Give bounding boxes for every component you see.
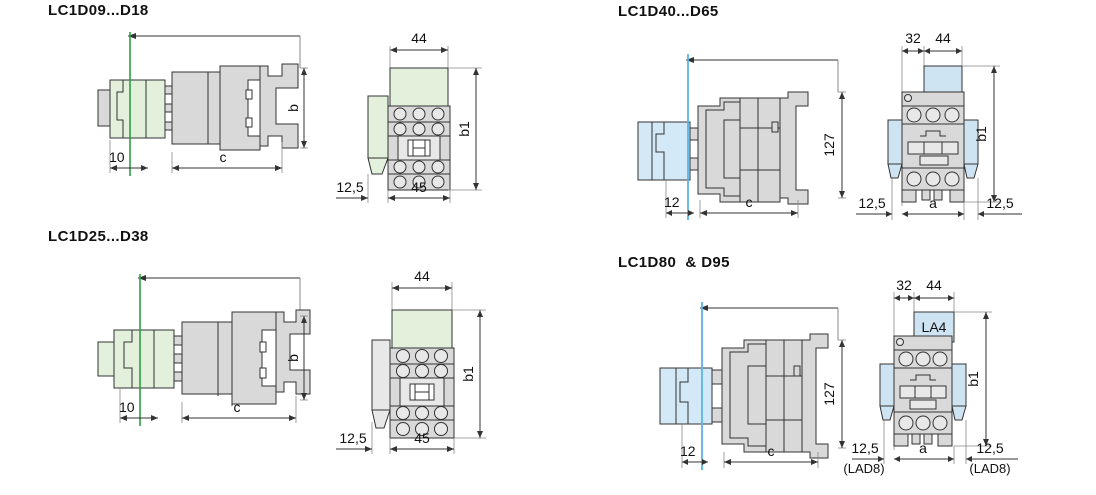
note-right-lad8: (LAD8) <box>969 461 1010 476</box>
dim-coil-width-lc1d09: 44 <box>411 30 427 46</box>
side-view-lc1d25-d38: 10 c b <box>60 268 311 443</box>
dim-offset-lc1d80: 12 <box>680 443 696 459</box>
dim-coil-width-lc1d80: 44 <box>926 277 942 293</box>
side-view-lc1d40-d65: 12 c 127 <box>620 40 850 230</box>
dim-height-lc1d25: b <box>285 354 301 362</box>
panel-title-lc1d80-d95: LC1D80 & D95 <box>618 254 730 271</box>
dim-depth-lc1d80: c <box>768 443 775 459</box>
dim-side-clearance-lc1d09: 12,5 <box>336 179 363 195</box>
dim-right-clearance-lc1d40: 12,5 <box>986 195 1013 211</box>
dim-offset-lc1d25: 10 <box>119 399 135 415</box>
front-view-lc1d40-d65: 32 44 <box>850 24 1090 224</box>
dim-side-clearance-lc1d25: 12,5 <box>339 430 366 446</box>
dim-offset-lc1d09: 10 <box>109 149 125 165</box>
dim-coil-offset-lc1d80: 32 <box>896 277 912 293</box>
dim-coil-width-lc1d40: 44 <box>935 30 951 46</box>
dim-coil-offset-lc1d40: 32 <box>905 30 921 46</box>
dim-coil-width-lc1d25: 44 <box>414 268 430 284</box>
note-left-lad8: (LAD8) <box>843 461 884 476</box>
dim-left-clearance-lc1d40: 12,5 <box>858 195 885 211</box>
dim-left-clearance-lc1d80: 12,5 <box>851 440 878 456</box>
dim-height-lc1d40: 127 <box>821 133 837 157</box>
dim-height-lc1d80: 127 <box>821 382 837 406</box>
coil-label-la4: LA4 <box>922 319 947 335</box>
dim-total-height-lc1d25: b1 <box>460 366 476 382</box>
panel-title-lc1d09-d18: LC1D09...D18 <box>48 2 149 19</box>
dim-depth-lc1d09: c <box>220 149 227 165</box>
dim-body-width-lc1d09: 45 <box>411 179 427 195</box>
dim-height-lc1d09: b <box>285 104 301 112</box>
side-view-lc1d09-d18: 10 c b <box>60 28 310 198</box>
side-view-lc1d80-d95: 12 c 127 <box>620 290 850 485</box>
panel-title-lc1d40-d65: LC1D40...D65 <box>618 3 719 20</box>
dim-depth-lc1d25: c <box>234 399 241 415</box>
dim-offset-lc1d40: 12 <box>664 194 680 210</box>
dim-body-width-lc1d40: a <box>929 195 937 211</box>
dim-right-clearance-lc1d80: 12,5 <box>976 440 1003 456</box>
front-view-lc1d09-d18: 44 <box>330 28 530 208</box>
front-view-lc1d80-d95: 32 44 <box>843 274 1090 494</box>
dim-total-height-lc1d40: b1 <box>973 126 989 142</box>
dim-total-height-lc1d09: b1 <box>456 121 472 137</box>
front-view-lc1d25-d38: 44 <box>330 262 530 462</box>
dim-total-height-lc1d80: b1 <box>965 371 981 387</box>
dim-body-width-lc1d25: 45 <box>414 430 430 446</box>
dim-depth-lc1d40: c <box>746 194 753 210</box>
dim-body-width-lc1d80: a <box>919 440 927 456</box>
panel-title-lc1d25-d38: LC1D25...D38 <box>48 228 149 245</box>
